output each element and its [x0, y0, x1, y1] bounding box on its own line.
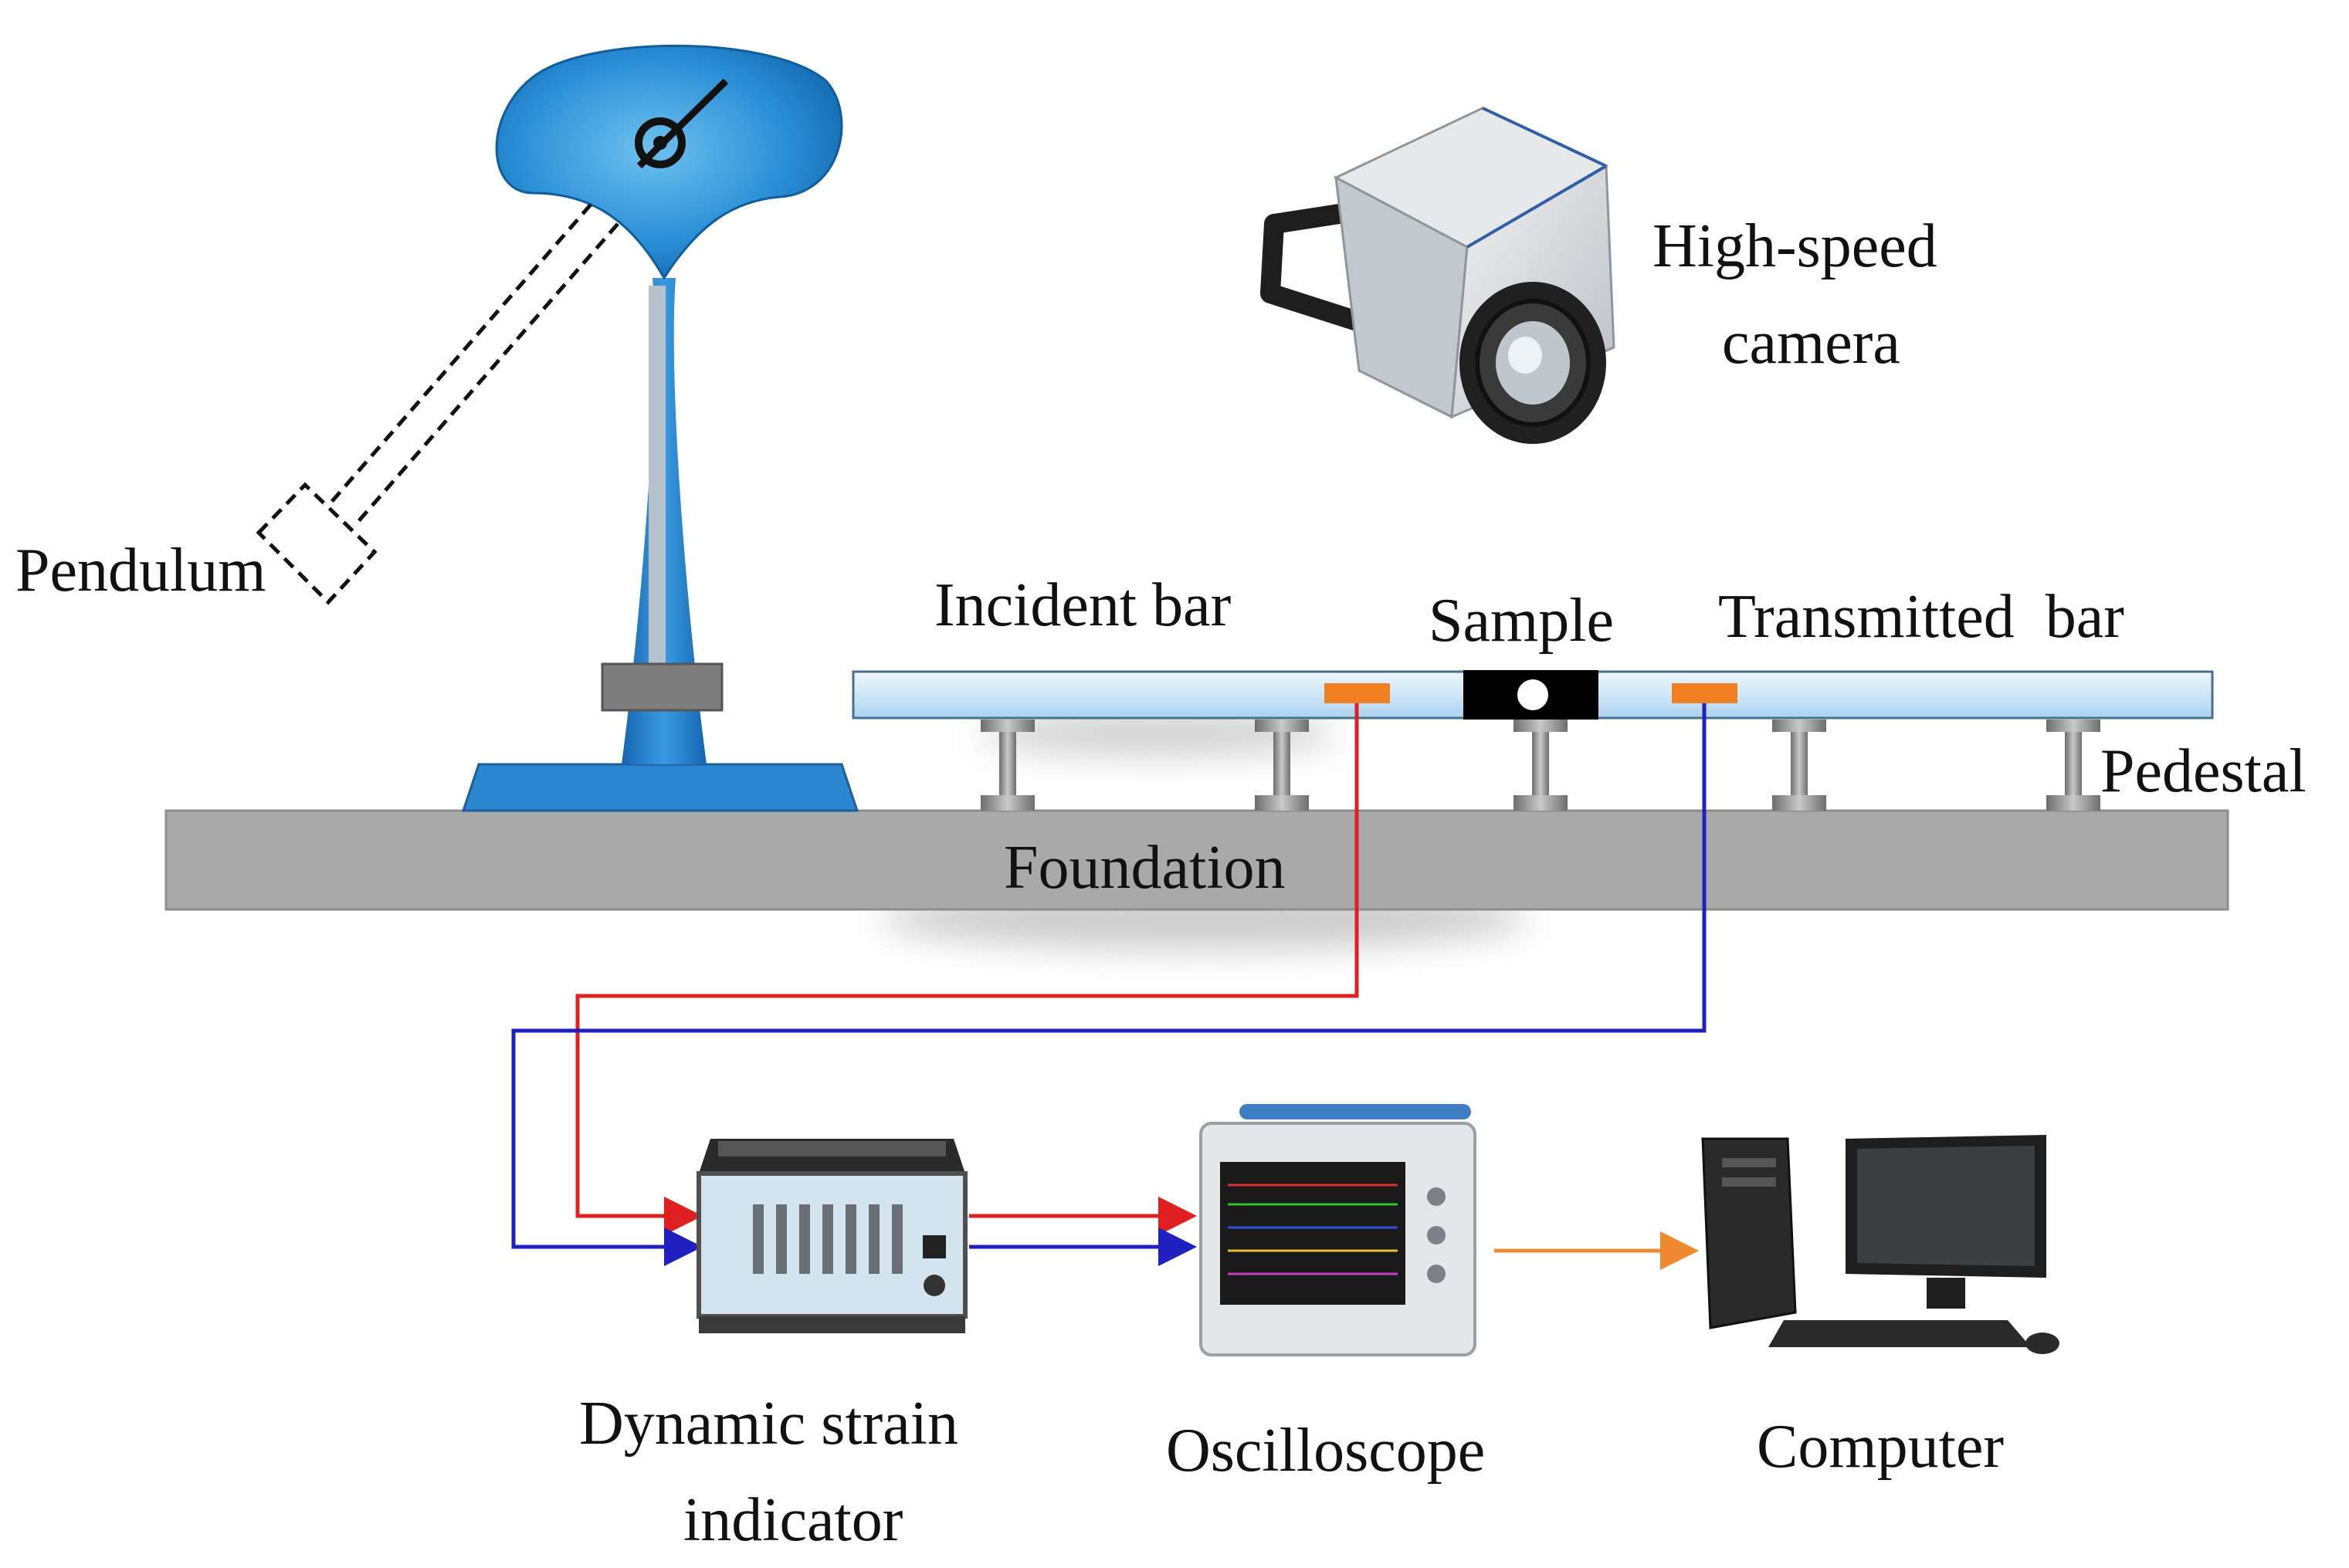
pedestal: [1513, 720, 1568, 811]
label-computer: Computer: [1757, 1413, 2004, 1481]
pedestal: [1255, 720, 1309, 811]
high-speed-camera-icon: [1260, 107, 1615, 444]
label-pedestal: Pedestal: [2100, 737, 2307, 805]
label-oscilloscope: Oscilloscope: [1166, 1417, 1485, 1485]
incident-strain-gauge: [1324, 683, 1390, 703]
signal-wires: [511, 703, 1707, 1270]
label-camera-line2: camera: [1722, 309, 1900, 377]
pendulum-machine-icon: [256, 44, 859, 812]
pedestal: [1772, 720, 1826, 811]
strain-indicator-case-icon: [697, 1139, 968, 1333]
label-pendulum: Pendulum: [15, 537, 266, 605]
pedestals: [981, 720, 2100, 811]
label-strain-line2: indicator: [683, 1486, 903, 1554]
transmitted-signal-wire: [511, 703, 1707, 1266]
desktop-computer-icon: [1701, 1135, 2059, 1354]
label-camera-line1: High-speed: [1652, 212, 1937, 280]
label-strain-line1: Dynamic strain: [579, 1390, 958, 1458]
pedestal: [981, 720, 1035, 811]
pedestal: [2046, 720, 2100, 811]
foundation: [164, 809, 2229, 950]
label-incident-bar: Incident bar: [934, 571, 1231, 639]
label-transmitted-bar: Transmitted bar: [1718, 583, 2124, 651]
oscilloscope-icon: [1199, 1104, 1476, 1356]
label-sample: Sample: [1429, 587, 1614, 655]
transmitted-strain-gauge: [1672, 683, 1737, 703]
sample-specimen: [1517, 679, 1548, 710]
incident-signal-wire: [575, 703, 1359, 1235]
bar-assembly: [852, 670, 2214, 757]
labels: Pendulum High-speed camera Incident bar …: [15, 212, 2307, 1554]
label-foundation: Foundation: [1004, 834, 1285, 902]
